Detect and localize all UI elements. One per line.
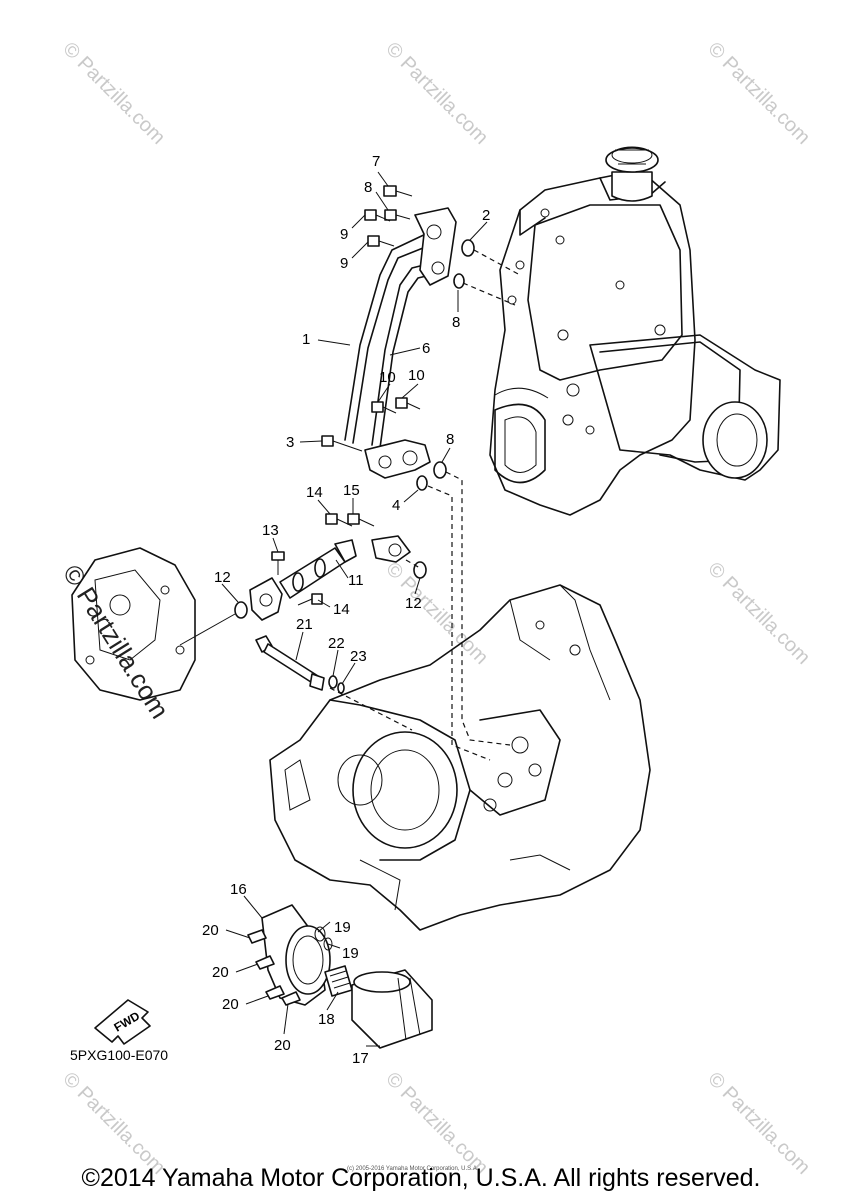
- callout-12: 12: [405, 595, 422, 612]
- callout-7: 6: [422, 340, 430, 357]
- crankcase: [269, 584, 651, 931]
- callout-17: 17: [352, 1050, 369, 1067]
- callout-20c: 20: [222, 996, 239, 1013]
- callout-22: 22: [328, 635, 345, 652]
- watermark: © Partzilla.com: [381, 38, 492, 149]
- callouts: 7 8 2 9 9 8 1 6 10 10 3 8 4 14 15 13 11 …: [202, 153, 490, 1067]
- watermark: © Partzilla.com: [703, 38, 814, 149]
- assembly-lines: [179, 249, 521, 761]
- callout-13: 12: [214, 569, 231, 586]
- callout-20d: 20: [274, 1037, 291, 1054]
- watermark: © Partzilla.com: [381, 558, 492, 669]
- callout-4: 4: [392, 497, 400, 514]
- callout-9a: 9: [340, 226, 348, 243]
- copyright-notice: ©2014 Yamaha Motor Corporation, U.S.A. A…: [81, 1164, 761, 1192]
- callout-8b: 8: [446, 431, 454, 448]
- callout-1: 1: [302, 331, 310, 348]
- crankcase-cover: [489, 146, 781, 516]
- callout-6: 8: [364, 179, 372, 196]
- callout-20b: 20: [212, 964, 229, 981]
- watermark: © Partzilla.com: [58, 38, 169, 149]
- callout-18: 18: [318, 1011, 335, 1028]
- watermark: © Partzilla.com: [381, 1068, 492, 1179]
- leader-lines: [221, 171, 488, 1047]
- callout-14a: 13: [262, 522, 279, 539]
- callout-3: 3: [286, 434, 294, 451]
- callout-23: 23: [350, 648, 367, 665]
- callout-21: 21: [296, 616, 313, 633]
- watermarks: © Partzilla.com © Partzilla.com © Partzi…: [57, 38, 814, 1179]
- callout-9b: 9: [340, 255, 348, 272]
- callout-2: 2: [482, 207, 490, 224]
- callout-16: 16: [230, 881, 247, 898]
- callout-10b: 10: [408, 367, 425, 384]
- callout-8a: 8: [452, 314, 460, 331]
- callout-11: 11: [348, 572, 364, 589]
- callout-10a: 10: [379, 369, 396, 386]
- small-notice: (c) 2005-2016 Yamaha Motor Corporation, …: [347, 1166, 479, 1172]
- generator-cover: [71, 547, 196, 701]
- callout-15a: 14: [306, 484, 323, 501]
- oil-filter-assembly: [247, 904, 433, 1049]
- callout-19a: 19: [334, 919, 351, 936]
- watermark: © Partzilla.com: [58, 1068, 169, 1179]
- diagram-code: 5PXG100-E070: [70, 1047, 168, 1063]
- fwd-arrow: FWD: [94, 999, 151, 1045]
- callout-15b: 15: [343, 482, 360, 499]
- oil-delivery-pipe: [249, 535, 411, 621]
- oil-passage-bolt: [255, 635, 325, 691]
- bolts: [271, 185, 421, 606]
- callout-20a: 20: [202, 922, 219, 939]
- callout-19b: 19: [342, 945, 359, 962]
- watermark: © Partzilla.com: [703, 558, 814, 669]
- callout-5: 7: [372, 153, 380, 170]
- callout-14b: 14: [333, 601, 350, 618]
- watermark: © Partzilla.com: [703, 1068, 814, 1179]
- oil-pipes: [344, 207, 457, 479]
